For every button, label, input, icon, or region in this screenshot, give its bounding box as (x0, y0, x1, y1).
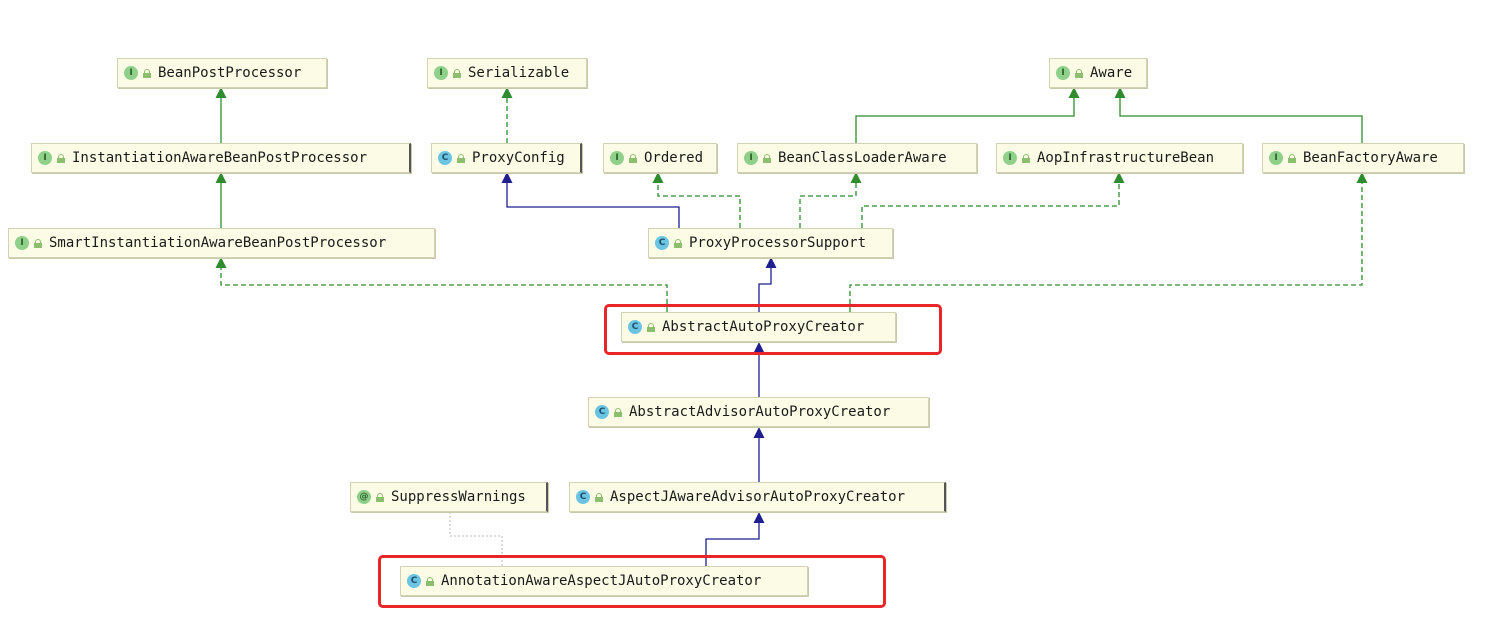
interface-icon: I (124, 66, 138, 80)
node-abstractadvisorautoproxycreator[interactable]: C AbstractAdvisorAutoProxyCreator (588, 397, 929, 427)
node-proxyprocessorsupport[interactable]: C ProxyProcessorSupport (648, 228, 893, 258)
node-label: SuppressWarnings (391, 489, 526, 505)
interface-icon: I (1056, 66, 1070, 80)
lock-icon (457, 153, 465, 163)
node-beanpostprocessor[interactable]: I BeanPostProcessor (117, 58, 327, 88)
lock-icon (57, 153, 65, 163)
node-label: BeanClassLoaderAware (778, 150, 947, 166)
node-label: ProxyProcessorSupport (689, 235, 867, 251)
node-label: Ordered (644, 150, 704, 166)
lock-icon (763, 153, 771, 163)
node-serializable[interactable]: I Serializable (427, 58, 587, 88)
node-instantiationawarebeanpostprocessor[interactable]: I InstantiationAwareBeanPostProcessor (31, 143, 411, 173)
edge-proxyprocessorsupport-to-ordered (652, 172, 741, 228)
lock-icon (674, 238, 682, 248)
edge-annotationaware-to-suppresswarnings (449, 512, 503, 566)
edge-proxyprocessorsupport-to-proxyconfig (501, 172, 680, 228)
lock-icon (34, 238, 42, 248)
lock-icon (143, 68, 151, 78)
node-label: SmartInstantiationAwareBeanPostProcessor (49, 235, 387, 251)
node-label: AbstractAutoProxyCreator (662, 319, 865, 335)
lock-icon (1288, 153, 1296, 163)
node-suppresswarnings[interactable]: @ SuppressWarnings (350, 482, 548, 512)
node-aspectjawareadvisorautoproxycreator[interactable]: C AspectJAwareAdvisorAutoProxyCreator (569, 482, 946, 512)
node-abstractautoproxycreator[interactable]: C AbstractAutoProxyCreator (621, 312, 896, 342)
edge-aspectjaware-to-abstractadvisor (753, 427, 765, 482)
node-label: Serializable (468, 65, 570, 81)
edge-proxyconfig-to-serializable (501, 87, 513, 143)
node-label: BeanPostProcessor (158, 65, 302, 81)
lock-icon (647, 322, 655, 332)
edge-smartinstantiationaware-to-instantiationaware (215, 172, 227, 228)
node-aware[interactable]: I Aware (1049, 58, 1147, 88)
node-label: InstantiationAwareBeanPostProcessor (72, 150, 368, 166)
node-ordered[interactable]: I Ordered (603, 143, 717, 173)
lock-icon (629, 153, 637, 163)
interface-icon: I (434, 66, 448, 80)
edge-beanclassloaderaware-to-aware (855, 87, 1080, 143)
class-icon: C (655, 236, 669, 250)
highlight-abstractautoproxycreator (604, 304, 942, 355)
edge-beanfactoryaware-to-aware (1114, 87, 1363, 143)
abstract-class-icon: C (628, 320, 642, 334)
class-icon: C (438, 151, 452, 165)
node-label: AnnotationAwareAspectJAutoProxyCreator (441, 573, 762, 589)
node-beanclassloaderaware[interactable]: I BeanClassLoaderAware (737, 143, 977, 173)
edge-abstractautoproxycreator-to-smartinstantiationaware (215, 257, 668, 312)
node-label: ProxyConfig (472, 150, 565, 166)
lock-icon (376, 492, 384, 502)
lock-icon (453, 68, 461, 78)
lock-icon (595, 492, 603, 502)
abstract-class-icon: C (595, 405, 609, 419)
interface-icon: I (744, 151, 758, 165)
edge-abstractautoproxycreator-to-proxyprocessorsupport (758, 257, 777, 312)
edge-proxyprocessorsupport-to-aopinfrastructurebean (861, 172, 1125, 228)
node-label: Aware (1090, 65, 1133, 81)
class-icon: C (407, 574, 421, 588)
node-label: BeanFactoryAware (1303, 150, 1438, 166)
interface-icon: I (1003, 151, 1017, 165)
node-label: AopInfrastructureBean (1037, 150, 1215, 166)
interface-icon: I (38, 151, 52, 165)
node-annotationawareaspectjautoproxycreator[interactable]: C AnnotationAwareAspectJAutoProxyCreator (400, 566, 808, 596)
edge-instantiationaware-to-beanpostprocessor (215, 87, 227, 143)
node-label: AspectJAwareAdvisorAutoProxyCreator (610, 489, 906, 505)
class-icon: C (576, 490, 590, 504)
node-aopinfrastructurebean[interactable]: I AopInfrastructureBean (996, 143, 1243, 173)
annotation-icon: @ (357, 490, 371, 504)
edge-proxyprocessorsupport-to-beanclassloaderaware (799, 172, 862, 228)
lock-icon (1022, 153, 1030, 163)
edge-abstractautoproxycreator-to-beanfactoryaware (849, 172, 1368, 312)
highlight-annotationawareaspectjautoproxycreator (378, 555, 886, 608)
node-proxyconfig[interactable]: C ProxyConfig (431, 143, 582, 173)
interface-icon: I (15, 236, 29, 250)
node-beanfactoryaware[interactable]: I BeanFactoryAware (1262, 143, 1464, 173)
interface-icon: I (610, 151, 624, 165)
node-smartinstantiationawarebeanpostprocessor[interactable]: I SmartInstantiationAwareBeanPostProcesso… (8, 228, 435, 258)
interface-icon: I (1269, 151, 1283, 165)
node-label: AbstractAdvisorAutoProxyCreator (629, 404, 891, 420)
edge-annotationaware-to-aspectjaware (705, 512, 765, 566)
edge-abstractadvisor-to-abstractautoproxycreator (753, 342, 765, 397)
lock-icon (426, 576, 434, 586)
lock-icon (614, 407, 622, 417)
lock-icon (1075, 68, 1083, 78)
